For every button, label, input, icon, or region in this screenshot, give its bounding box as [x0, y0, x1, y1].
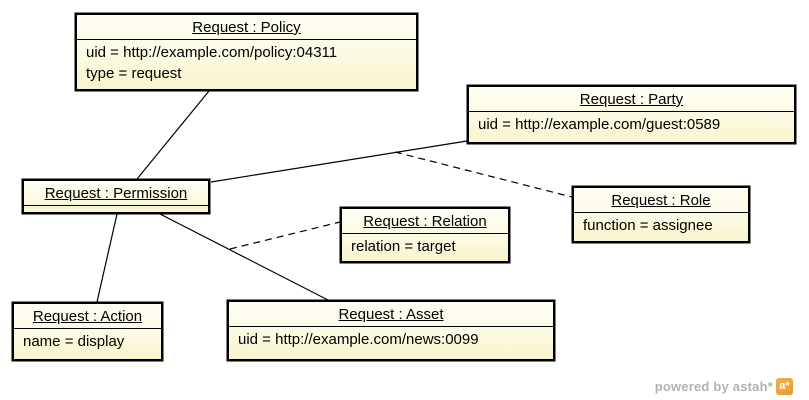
attribute-line: relation = target	[351, 238, 456, 255]
attribute-line: uid = http://example.com/news:0099	[238, 331, 479, 348]
attribute-line: uid = http://example.com/policy:04311	[86, 44, 338, 61]
object-node-action: Request : Action name = display	[12, 302, 163, 361]
linkline-relation-dashed	[229, 221, 341, 250]
object-title-permission: Request : Permission	[24, 181, 208, 206]
object-node-relation: Request : Relation relation = target	[340, 207, 510, 263]
linkline-role-dashed	[394, 151, 573, 198]
attribute-line: uid = http://example.com/guest:0589	[478, 116, 721, 133]
attribute-line: function = assignee	[583, 217, 713, 234]
object-title-policy: Request : Policy	[77, 15, 416, 40]
watermark: powered by astah* a*	[655, 378, 793, 395]
object-node-permission: Request : Permission	[22, 179, 210, 214]
object-node-party: Request : Party uid = http://example.com…	[467, 85, 796, 144]
object-title-role: Request : Role	[574, 188, 748, 213]
attribute-line: name = display	[23, 333, 125, 350]
object-attributes-asset: uid = http://example.com/news:0099	[229, 327, 553, 359]
object-node-role: Request : Role function = assignee	[572, 186, 750, 243]
object-attributes-relation: relation = target	[342, 234, 508, 261]
astah-logo-icon: a*	[776, 378, 793, 395]
link-policy-permission	[136, 90, 210, 180]
link-permission-action	[96, 213, 118, 303]
object-title-asset: Request : Asset	[229, 302, 553, 327]
object-attributes-action: name = display	[14, 329, 161, 359]
object-attributes-permission	[24, 206, 208, 212]
watermark-text: powered by astah*	[654, 379, 773, 394]
object-attributes-party: uid = http://example.com/guest:0589	[469, 112, 794, 142]
attribute-line: type = request	[86, 65, 182, 82]
object-title-relation: Request : Relation	[342, 209, 508, 234]
object-attributes-policy: uid = http://example.com/policy:04311 ty…	[77, 40, 416, 89]
object-attributes-role: function = assignee	[574, 213, 748, 241]
link-permission-asset	[159, 213, 329, 301]
link-permission-party	[210, 140, 468, 183]
object-node-asset: Request : Asset uid = http://example.com…	[227, 300, 555, 361]
object-title-action: Request : Action	[14, 304, 161, 329]
object-node-policy: Request : Policy uid = http://example.co…	[75, 13, 418, 91]
object-title-party: Request : Party	[469, 87, 794, 112]
